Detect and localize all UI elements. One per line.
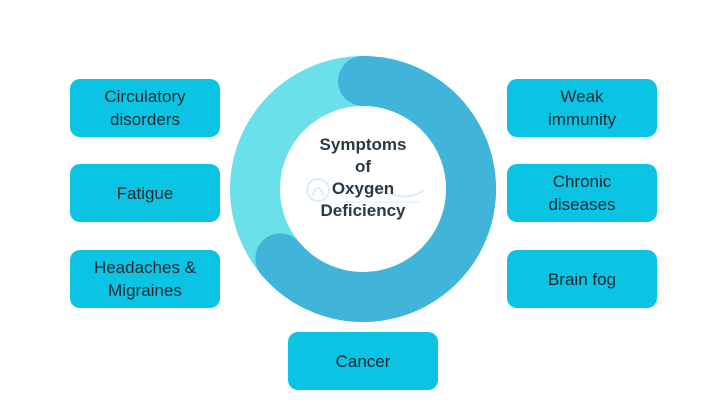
symptom-box-weak-immunity: Weak immunity — [507, 79, 657, 137]
logo-watermark — [306, 178, 425, 203]
cycle-ring — [230, 56, 496, 322]
symptom-box-headaches-migraines: Headaches & Migraines — [70, 250, 220, 308]
ring-dark-segment — [255, 56, 496, 322]
center-title: Symptoms of Oxygen Deficiency — [319, 135, 407, 220]
ring-center — [280, 106, 446, 272]
symptom-box-circulatory-disorders: Circulatory disorders — [70, 79, 220, 137]
symptom-label: Cancer — [335, 351, 391, 371]
symptom-box-chronic-diseases: Chronic diseases — [507, 164, 657, 222]
symptom-label: Fatigue — [116, 183, 174, 203]
symptom-box-brain-fog: Brain fog — [507, 250, 657, 308]
symptom-label: Weak immunity — [547, 87, 616, 129]
symptom-label: Brain fog — [547, 269, 617, 289]
symptom-label: Circulatory disorders — [104, 87, 186, 129]
symptom-box-cancer: Cancer — [288, 332, 438, 390]
symptom-box-fatigue: Fatigue — [70, 164, 220, 222]
symptom-label: Headaches & Migraines — [93, 258, 197, 300]
symptom-label: Chronic diseases — [548, 172, 616, 214]
